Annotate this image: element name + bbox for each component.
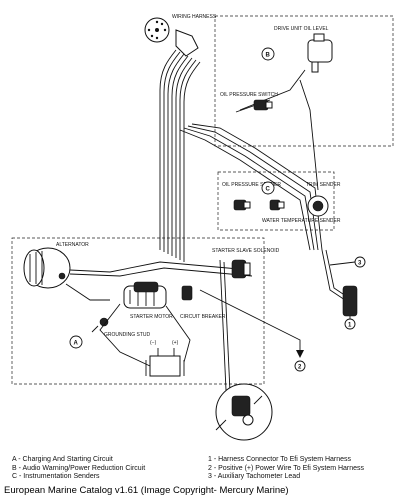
battery-positive: (+) — [172, 340, 179, 346]
legend-item-3: 3 - Auxiliary Tachometer Lead — [208, 473, 301, 480]
harness-boot — [175, 29, 199, 57]
trim-sender — [307, 195, 329, 217]
main-harness-bundle — [159, 49, 201, 262]
section-a-marker — [69, 335, 83, 349]
alternator-label: ALTERNATOR — [56, 242, 89, 248]
water-temperature-sender-label: WATER TEMPERATURE SENDER — [262, 218, 341, 224]
oil-pressure-switch — [253, 99, 273, 111]
section-c-box — [217, 171, 335, 231]
section-a-letter: A — [74, 341, 79, 347]
detail-circle — [215, 383, 273, 441]
legend-item-a: A - Charging And Starting Circuit — [12, 456, 113, 463]
section-b-marker — [261, 47, 275, 61]
wiring-harness-label: WIRING HARNESS — [172, 14, 217, 20]
starter-motor — [123, 281, 167, 309]
image-caption: European Marine Catalog v1.61 (Image Cop… — [4, 485, 289, 496]
legend-item-2: 2 - Positive (+) Power Wire To Efi Syste… — [208, 464, 365, 472]
grounding-stud — [91, 317, 109, 333]
tach-lead-3 — [329, 261, 356, 266]
callout-2-label: 2 — [298, 365, 302, 371]
section-b-letter: B — [266, 53, 271, 59]
legend-item-c: C - Instrumentation Senders — [12, 473, 100, 480]
battery-wires — [99, 259, 231, 393]
legend-item-b: B - Audio Warning/Power Reduction Circui… — [12, 464, 146, 472]
drive-unit-oil-reservoir — [307, 33, 333, 73]
water-temperature-sender — [269, 199, 285, 211]
oil-pressure-sender-label: OIL PRESSURE SENDER — [222, 182, 281, 188]
power-wire-2-arrow — [296, 350, 304, 358]
alternator — [23, 247, 71, 289]
wiring-diagram: WIRING HARNESS DRIVE UNIT OIL LEVEL OIL … — [11, 14, 394, 441]
oil-pressure-switch-label: OIL PRESSURE SWITCH — [220, 92, 278, 98]
section-a-box — [11, 237, 265, 385]
battery-negative: (−) — [150, 340, 157, 346]
section-b-box — [214, 15, 394, 147]
legend-item-1: 1 - Harness Connector To Efi System Harn… — [208, 456, 352, 463]
harness-connector — [144, 17, 170, 43]
section-c-letter: C — [266, 187, 271, 193]
drive-unit-oil-level-label: DRIVE UNIT OIL LEVEL — [274, 26, 329, 32]
circuit-breaker-label: CIRCUIT BREAKER — [180, 314, 226, 320]
alternator-wires — [65, 261, 253, 301]
circuit-breaker — [181, 285, 193, 301]
legend-callouts: 1 - Harness Connector To Efi System Harn… — [208, 456, 398, 482]
section-c-marker — [261, 181, 275, 195]
callout-3-label: 3 — [358, 261, 362, 267]
callout-1-label: 1 — [348, 323, 352, 329]
callout-1 — [344, 318, 356, 330]
legend-sections: A - Charging And Starting Circuit B - Au… — [12, 456, 202, 482]
right-harness — [321, 249, 358, 322]
callout-3 — [354, 256, 366, 268]
starter-slave-solenoid — [231, 259, 251, 279]
oil-pressure-sender — [233, 199, 251, 211]
trim-sender-label: TRIM SENDER — [306, 182, 341, 188]
starter-motor-label: STARTER MOTOR — [130, 314, 173, 320]
starter-slave-solenoid-label: STARTER SLAVE SOLENOID — [212, 248, 280, 254]
callout-2 — [294, 360, 306, 372]
grounding-stud-label: GROUNDING STUD — [104, 332, 151, 338]
power-wire-2 — [199, 289, 301, 352]
battery — [145, 348, 185, 377]
